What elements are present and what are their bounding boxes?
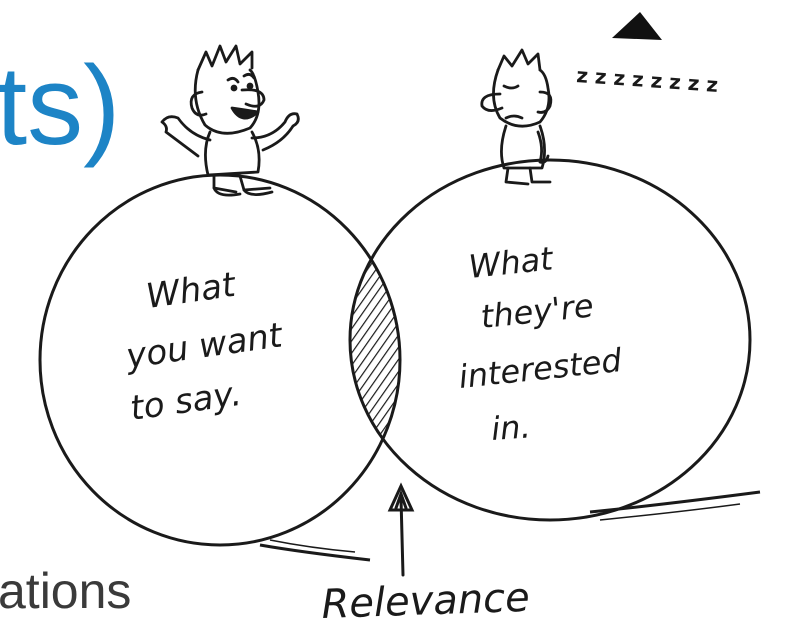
snore-text: z z z z z z z z — [576, 63, 719, 97]
left-text-line-3: to say. — [128, 374, 244, 429]
right-circle — [348, 158, 752, 522]
right-text-line-3: interested — [457, 341, 624, 396]
bored-person-figure — [480, 48, 553, 186]
right-text-line-1: What — [467, 239, 556, 286]
relevance-label: Relevance — [321, 575, 531, 628]
left-circle-text: What you want to say. — [123, 265, 286, 429]
slide-bullet-fragment: ations — [0, 563, 132, 619]
excited-person-figure — [160, 44, 300, 197]
relevance-arrow — [387, 482, 415, 577]
left-text-line-1: What — [144, 265, 240, 317]
slide-title-fragment: ts) — [0, 43, 121, 168]
right-text-line-2: they're — [479, 286, 595, 336]
left-text-line-2: you want — [123, 315, 286, 377]
intersection-shading — [350, 175, 400, 520]
right-text-line-4: in. — [490, 407, 532, 448]
right-circle-text: What they're interested in. — [457, 239, 624, 448]
arrowhead-fragment — [612, 12, 662, 40]
